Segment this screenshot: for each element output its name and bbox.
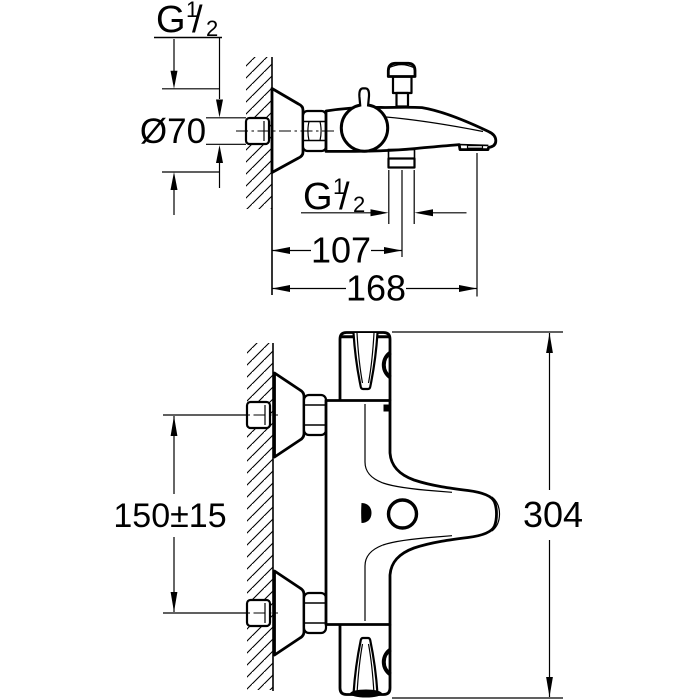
volume-handle-grip <box>352 636 379 695</box>
diverter-stem <box>391 75 413 95</box>
spout-contour-line <box>385 116 484 133</box>
inlet-thread-label: G 1 / 2 <box>156 0 218 41</box>
shower-outlet-thread <box>387 157 416 169</box>
safestop-button-top <box>381 350 392 380</box>
spout-aerator <box>466 145 484 149</box>
outlet-thread-num: 1 <box>333 174 345 199</box>
union-nut-bottom-facets <box>304 602 326 624</box>
escutcheon-bottom <box>273 569 306 657</box>
thermostat-handle-grip-contours <box>356 332 375 384</box>
inlet-thread-den: 2 <box>206 16 218 41</box>
union-nut-bottom <box>302 591 328 635</box>
dim-168-arrow-left <box>272 285 290 292</box>
diverter-stem-base <box>395 91 410 108</box>
outlet-thread-den: 2 <box>353 192 365 217</box>
shower-outlet-extension-lines <box>388 170 415 257</box>
dim-304-extension-lines <box>392 331 563 699</box>
diverter-cap <box>386 61 417 78</box>
front-view: 150±15 304 <box>113 331 583 699</box>
temperature-marker <box>383 404 390 412</box>
brand-mark <box>361 503 372 523</box>
side-view: G 1 / 2 Ø70 G 1 / 2 107 <box>140 0 498 309</box>
volume-handle-cap <box>350 689 382 698</box>
volume-handle-grip-contours <box>356 643 375 695</box>
safestop-button-bottom <box>381 647 392 677</box>
spout-outlet-top-edge <box>459 143 489 147</box>
outlet-thread-slash: / <box>339 176 350 218</box>
diverter-front <box>386 498 419 530</box>
dim-150-label: 150±15 <box>113 497 226 535</box>
spout-outer-contour-top <box>364 404 453 493</box>
dim-168-label: 168 <box>346 268 406 309</box>
dim-150-extension-lines <box>163 414 246 614</box>
dim-150-arrow-up <box>170 416 178 436</box>
thermostat-handle-grip <box>352 332 379 391</box>
outlet-thread-arrow-right <box>370 209 389 217</box>
dim-107-arrow-left <box>272 247 290 254</box>
dim-150-arrow-down <box>170 592 178 612</box>
thermostat-cap <box>339 103 390 153</box>
inlet-thread-num: 1 <box>186 0 198 22</box>
union-nut-top-facets <box>304 404 326 426</box>
wall-hatching-front <box>247 343 273 690</box>
inlet-thread-slash: / <box>192 0 203 41</box>
escutcheon-diameter-arrow-up <box>170 172 178 190</box>
escutcheon-diameter-extension-lines <box>162 88 220 173</box>
outlet-thread-arrow-left <box>414 209 433 217</box>
dim-107-arrow-right <box>384 247 402 254</box>
inlet-thread-arrow-up <box>216 145 223 163</box>
diverter-cap-dome <box>389 64 414 69</box>
inlet-thread-g: G <box>156 0 186 41</box>
union-nut-facets <box>303 120 326 142</box>
temperature-lever <box>358 87 371 107</box>
spout-tip-contour <box>491 496 501 532</box>
inlet-thread-arrow-down <box>216 99 223 118</box>
escutcheon-diameter-label: Ø70 <box>140 112 206 151</box>
outlet-thread-label: G 1 / 2 <box>303 174 365 218</box>
escutcheon-diameter-arrow-down <box>170 70 178 89</box>
dim-304-arrow-up <box>546 333 553 353</box>
outlet-thread-g: G <box>303 176 333 218</box>
union-nut-top <box>302 393 328 437</box>
spout-outer-contour-bottom <box>364 535 453 621</box>
dim-304-arrow-down <box>546 677 553 697</box>
escutcheon-top <box>273 371 306 459</box>
dim-168-arrow-right <box>459 285 477 292</box>
dim-107-label: 107 <box>311 230 371 271</box>
dim-304-label: 304 <box>523 494 583 535</box>
inlet-thread-extension-lines <box>206 117 246 145</box>
